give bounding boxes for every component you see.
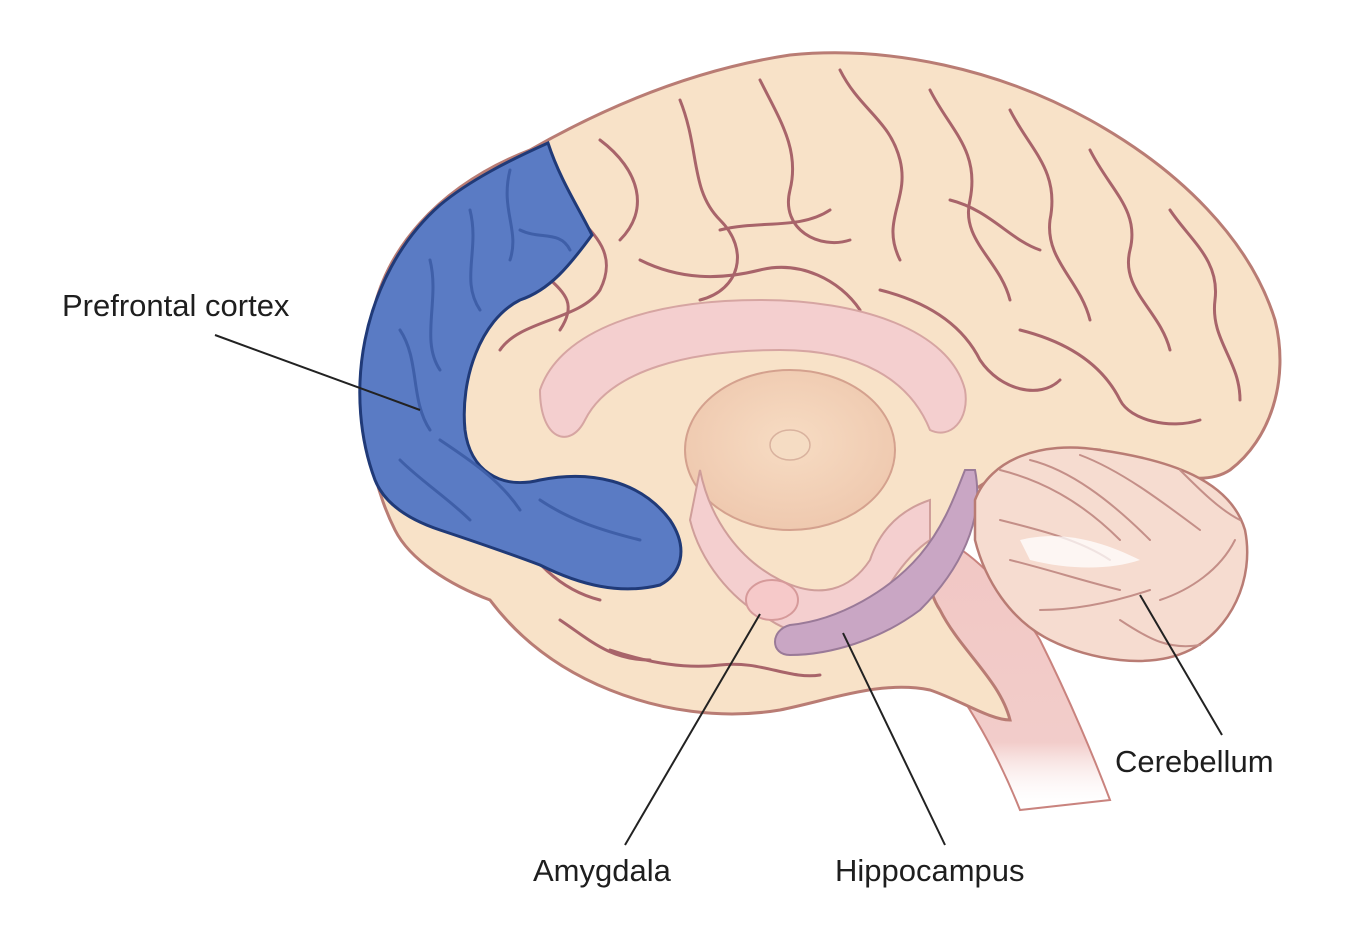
corpus-callosum (538, 298, 967, 438)
leader-line-cerebellum (1139, 594, 1223, 736)
leader-line-hippocampus (842, 632, 946, 846)
prefrontal-cortex-region (358, 140, 683, 591)
label-prefrontal-cortex: Prefrontal cortex (62, 288, 290, 323)
leader-lines (214, 334, 1223, 846)
cerebellum-structure (973, 446, 1249, 663)
label-cerebellum: Cerebellum (1115, 744, 1274, 779)
amygdala-structure (745, 579, 799, 621)
leader-line-amygdala (624, 613, 761, 846)
leader-line-prefrontal (214, 334, 421, 411)
hippocampus-structure (774, 469, 979, 657)
label-amygdala: Amygdala (533, 853, 671, 888)
label-hippocampus: Hippocampus (835, 853, 1025, 888)
prefrontal-folds (398, 168, 642, 542)
thalamus-nucleus (769, 429, 811, 461)
